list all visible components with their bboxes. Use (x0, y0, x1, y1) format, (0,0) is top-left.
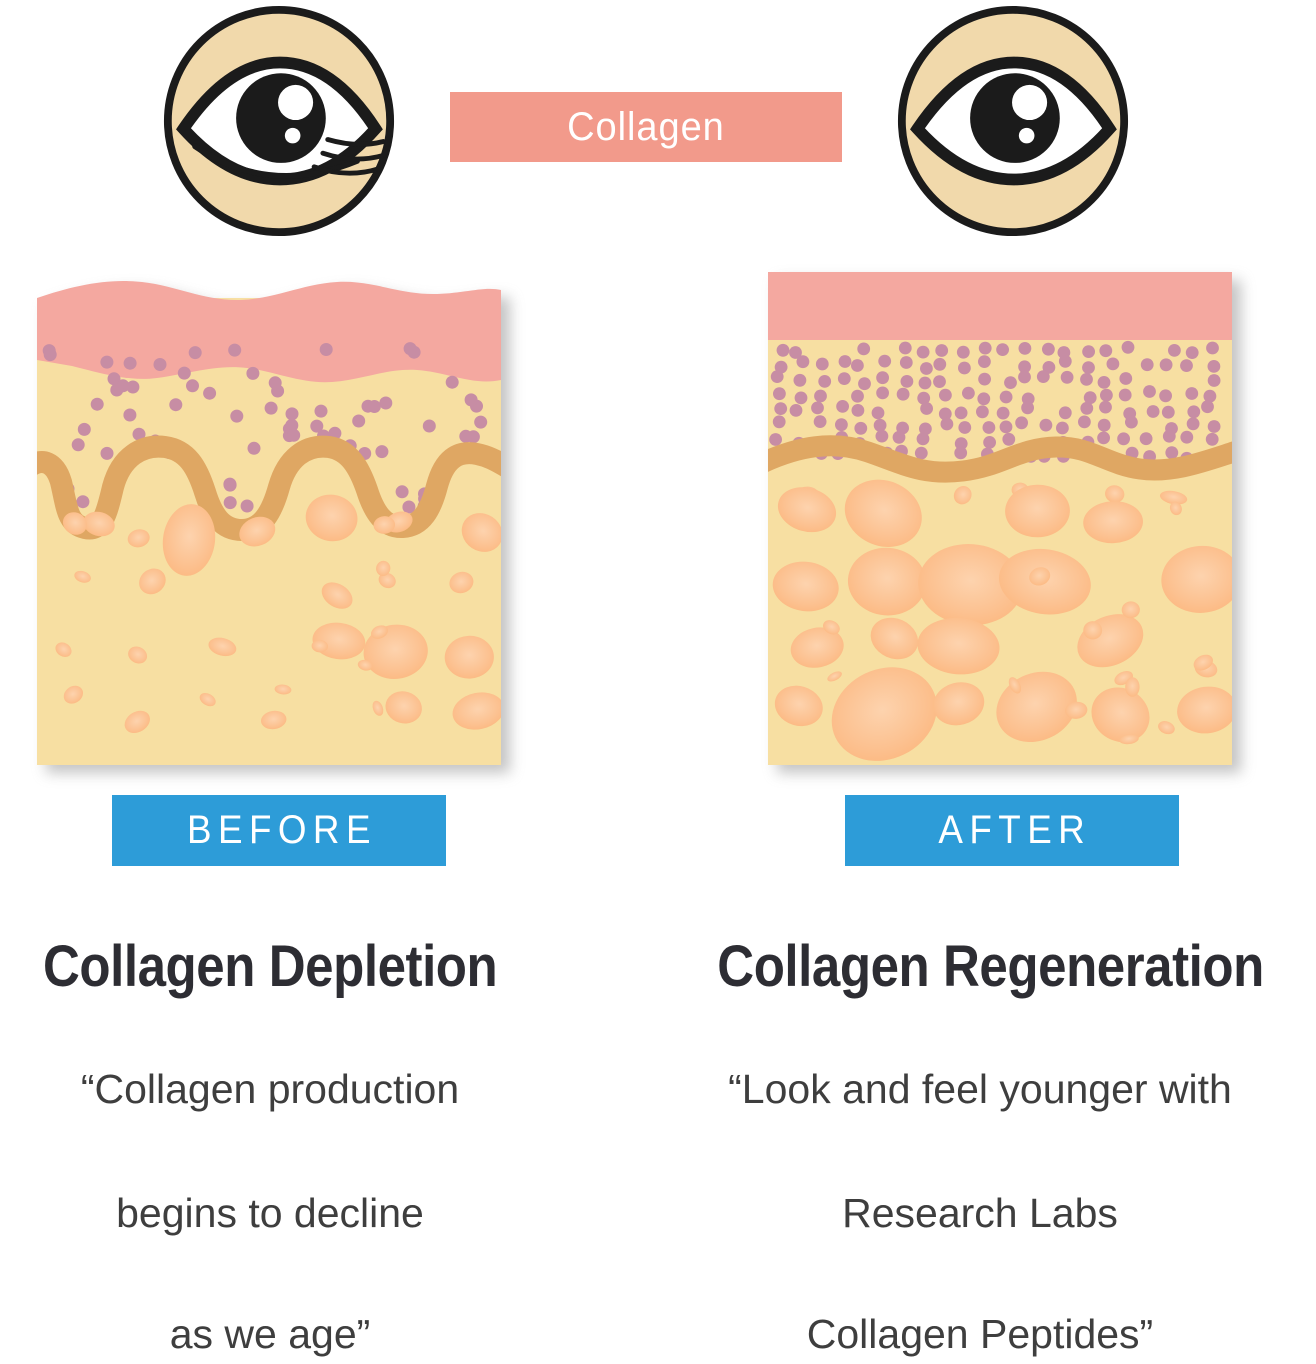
after-skin-illustration (749, 272, 1251, 765)
after-quote-line-2: Research Labs (842, 1190, 1118, 1236)
after-badge: AFTER (845, 795, 1179, 866)
before-quote-line-2: begins to decline (116, 1190, 424, 1236)
before-heading: Collagen Depletion (0, 933, 540, 1000)
after-badge-label: AFTER (938, 808, 1092, 852)
collagen-banner: Collagen (450, 92, 842, 162)
before-badge-label: BEFORE (187, 808, 378, 852)
before-quote-line-1: “Collagen production (80, 1066, 460, 1112)
under-eye-wrinkles (192, 137, 387, 179)
after-quote-line-1: “Look and feel younger with (728, 1066, 1232, 1112)
smooth-eye-icon (897, 5, 1129, 237)
after-quote-line-3: Collagen Peptides” (806, 1311, 1154, 1357)
wrinkled-eye-icon (163, 5, 395, 237)
before-skin-illustration (18, 272, 520, 765)
before-badge: BEFORE (112, 795, 446, 866)
after-heading-text: Collagen Regeneration (717, 934, 1265, 999)
before-heading-text: Collagen Depletion (42, 934, 498, 999)
after-dermal-band (749, 435, 1251, 483)
before-epidermis-layer (37, 280, 501, 383)
before-collagen-blobs (55, 494, 505, 734)
collagen-banner-label: Collagen (567, 104, 725, 149)
after-epidermis-layer (768, 272, 1232, 340)
after-heading: Collagen Regeneration (666, 933, 1316, 1000)
before-quote-line-3: as we age” (169, 1311, 371, 1357)
after-collagen-blobs (772, 479, 1242, 761)
